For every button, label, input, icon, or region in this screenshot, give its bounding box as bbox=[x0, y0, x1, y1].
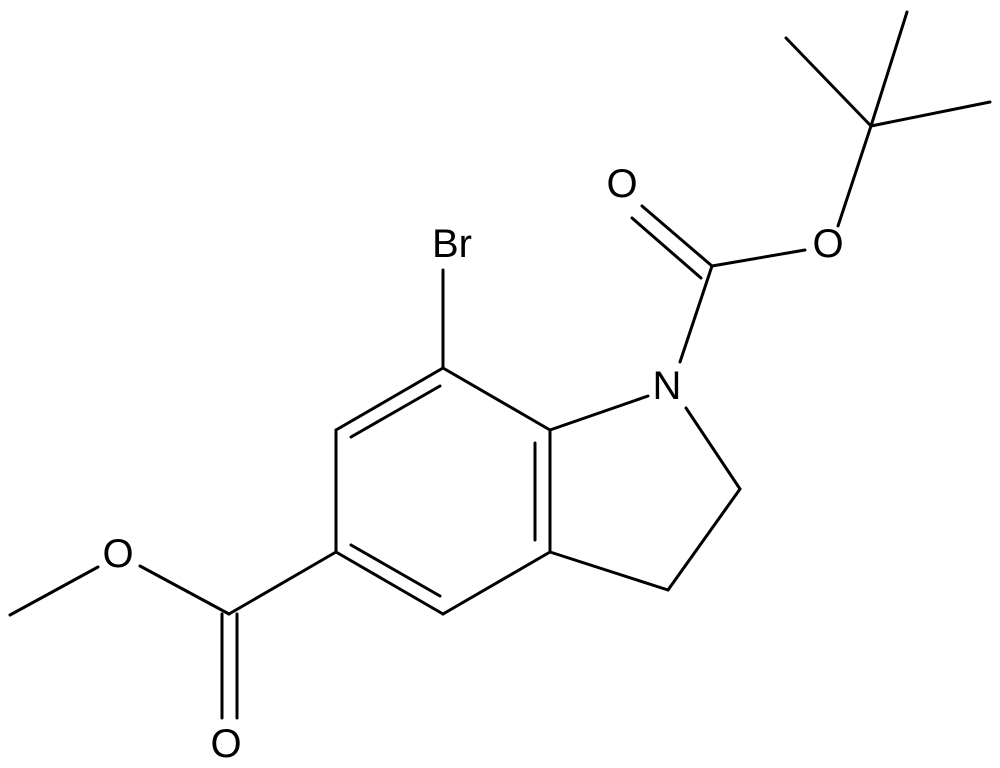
bond-c2-c3 bbox=[666, 487, 742, 592]
bond-c4-c5 bbox=[334, 550, 445, 616]
methyl-ester-group bbox=[8, 550, 338, 720]
bond-c3a-c4 bbox=[441, 550, 552, 616]
bond-o-methyl bbox=[8, 565, 100, 617]
carbamate-ester-oxygen-label: O bbox=[812, 222, 843, 266]
bond-c7-c7a bbox=[441, 366, 552, 432]
bond-o-tbu-c bbox=[836, 124, 873, 228]
pyrroline-ring bbox=[548, 394, 742, 592]
bond-tbu-me3 bbox=[869, 100, 992, 128]
bond-boc-c-o-ester bbox=[710, 248, 807, 268]
bond-c5-ester-c bbox=[227, 550, 338, 616]
methyl-ester-oxygen-label: O bbox=[102, 532, 133, 576]
benzene-ring bbox=[334, 366, 552, 616]
carbamate-carbonyl-oxygen-label: O bbox=[606, 162, 637, 206]
bond-n1-c2 bbox=[684, 406, 742, 491]
bond-tbu-me1 bbox=[784, 36, 873, 128]
bond-c3-c3a bbox=[548, 550, 670, 592]
bond-ester-c-o-single bbox=[138, 564, 231, 616]
bond-boc-c-o-double-1 bbox=[640, 204, 714, 268]
bond-c7a-n1 bbox=[548, 394, 650, 432]
bond-n1-carbonyl-c bbox=[678, 264, 714, 364]
methyl-carbonyl-oxygen-label: O bbox=[210, 722, 241, 766]
boc-group bbox=[630, 10, 992, 364]
bromine-label: Br bbox=[432, 222, 472, 266]
bond-tbu-me2 bbox=[869, 10, 909, 128]
bond-c6-c7-inner bbox=[349, 384, 442, 439]
bond-boc-c-o-double-2 bbox=[630, 216, 703, 280]
nitrogen-label: N bbox=[653, 364, 682, 408]
bond-c6-c7 bbox=[334, 366, 445, 432]
bond-c4-c5-inner bbox=[349, 543, 442, 598]
